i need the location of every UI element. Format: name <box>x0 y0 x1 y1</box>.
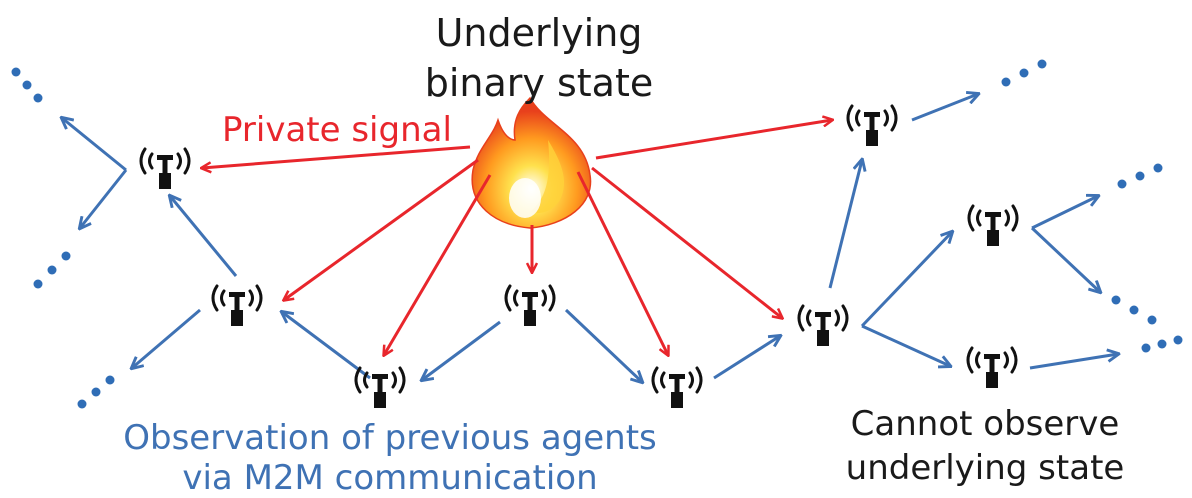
antenna-tower-icon <box>211 284 263 328</box>
observation-arrow <box>1031 196 1098 230</box>
continuation-dots <box>11 59 1183 409</box>
private-signal-arrow <box>591 166 782 318</box>
private-signal-arrows <box>202 120 832 355</box>
state-label: Underlying binary state <box>404 8 674 108</box>
cannot-observe-line2: underlying state <box>845 448 1125 488</box>
observation-label: Observation of previous agents via M2M c… <box>70 418 710 498</box>
observation-arrow <box>911 94 978 122</box>
observation-arrow <box>860 232 952 328</box>
observation-arrow <box>1029 354 1118 370</box>
dots-upper-left <box>11 67 43 103</box>
observation-arrow <box>282 312 371 380</box>
fire-icon <box>471 96 592 229</box>
cannot-observe-line1: Cannot observe <box>850 404 1120 444</box>
antenna-tower-icon <box>967 204 1019 248</box>
dots-right-top <box>1117 163 1163 189</box>
antenna-tower-icon <box>651 366 703 410</box>
observation-arrows <box>62 94 1118 382</box>
observation-arrow <box>422 320 501 380</box>
state-label-line2: binary state <box>424 61 654 105</box>
observation-arrow <box>132 308 201 368</box>
observation-arrow <box>828 160 862 289</box>
antenna-tower-icon <box>846 104 898 148</box>
observation-arrow <box>80 169 128 228</box>
observation-label-line2: via M2M communication <box>182 458 598 498</box>
cannot-observe-label: Cannot observe underlying state <box>820 402 1150 490</box>
antenna-tower-icon <box>139 147 191 191</box>
private-signal-arrow <box>284 158 479 300</box>
antenna-tower-icon <box>504 284 556 328</box>
dots-right-mid <box>1111 295 1157 325</box>
private-signal-arrow <box>202 145 471 168</box>
antenna-tower-icon <box>797 304 849 348</box>
private-signal-arrow <box>384 174 492 355</box>
private-signal-arrow <box>576 171 668 355</box>
observation-arrow <box>170 196 238 277</box>
observation-arrow <box>713 336 780 380</box>
private-signal-label: Private signal <box>222 110 452 150</box>
state-label-line1: Underlying <box>435 11 643 55</box>
dots-right-low <box>1141 335 1183 353</box>
antenna-tower-icon <box>966 346 1018 390</box>
dots-upper-right <box>1001 59 1047 87</box>
dots-mid-left <box>33 251 71 289</box>
observation-arrow <box>62 118 127 172</box>
observation-arrow <box>861 324 950 366</box>
observation-label-line1: Observation of previous agents <box>123 418 657 458</box>
private-signal-arrow <box>595 120 832 160</box>
dots-lower-left <box>77 375 115 409</box>
observation-arrow <box>1030 226 1100 292</box>
observation-arrow <box>564 308 642 382</box>
